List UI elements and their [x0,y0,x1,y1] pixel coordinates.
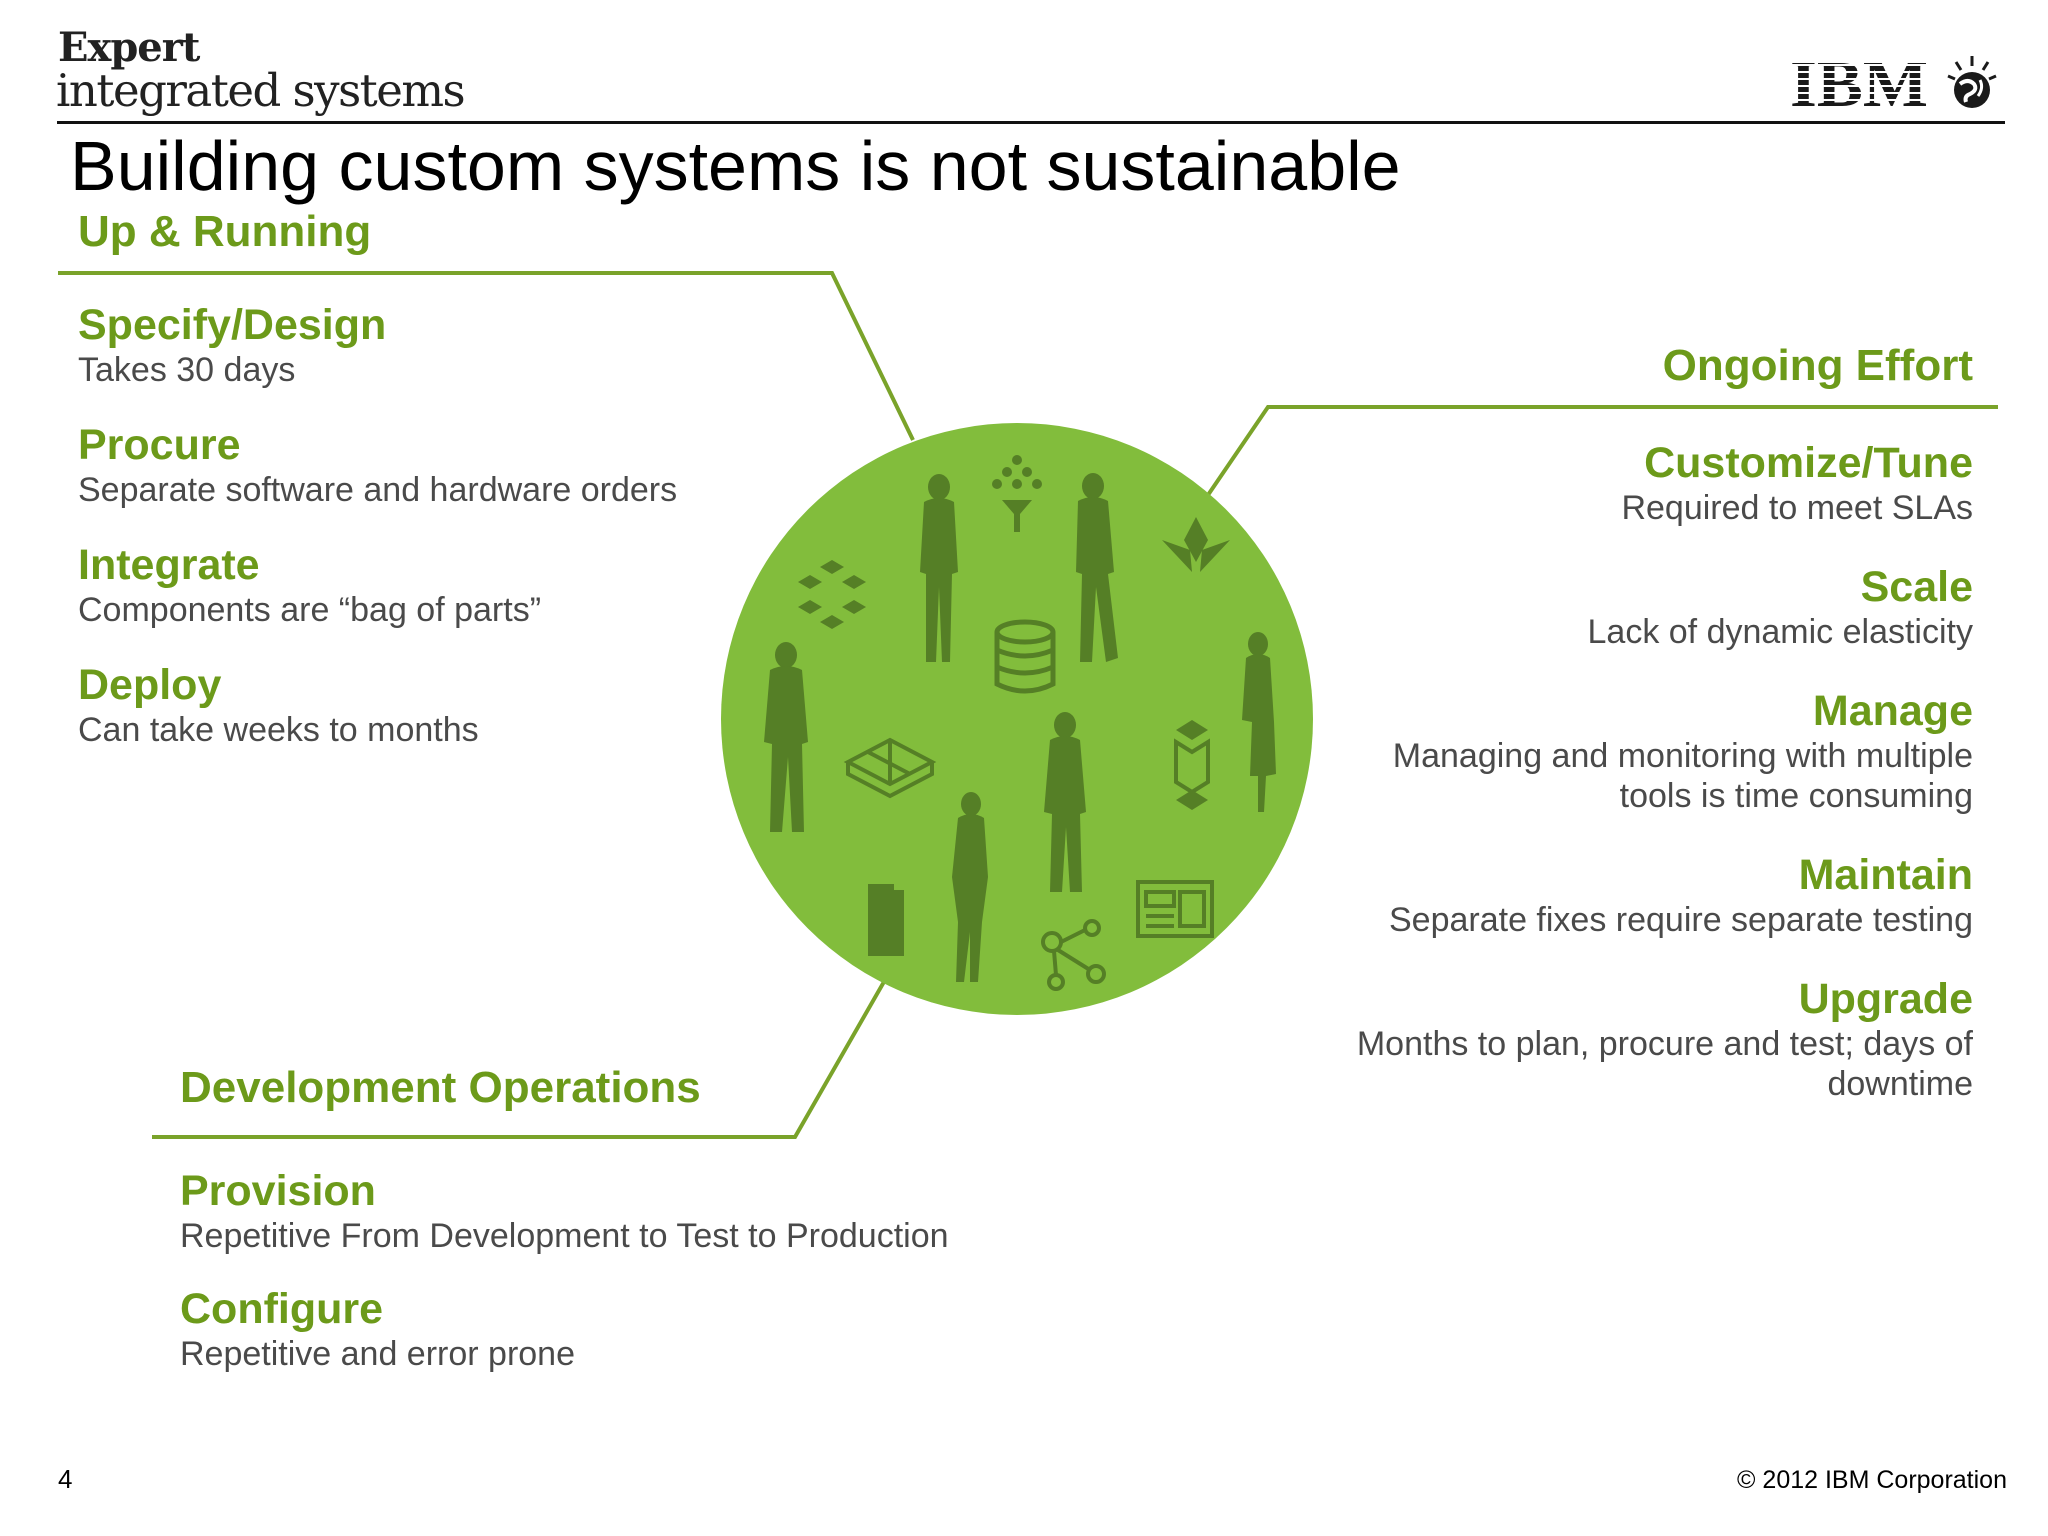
list-item: Specify/Design Takes 30 days [78,300,677,420]
up-running-list: Specify/Design Takes 30 days Procure Sep… [78,300,677,780]
ongoing-effort-heading: Ongoing Effort [1662,341,1973,390]
convergence-icon [1162,517,1230,572]
item-title: Upgrade [1798,975,1973,1023]
item-desc: Managing and monitoring with multiple [1392,737,1973,775]
list-item: Provision Repetitive From Development to… [180,1166,949,1284]
brand-line-2: integrated systems [56,64,466,117]
slide-title: Building custom systems is not sustainab… [70,127,1401,205]
page-number: 4 [58,1464,73,1494]
green-circle [721,423,1313,1015]
person-silhouette-icon [1076,473,1118,662]
copyright: © 2012 IBM Corporation [1737,1466,2007,1494]
item-title: Configure [180,1285,384,1333]
item-title: Integrate [78,541,260,589]
item-desc: Required to meet SLAs [1621,489,1973,527]
list-item: Configure Repetitive and error prone [180,1284,949,1402]
stacked-cubes-icon [1174,720,1210,810]
systems-illustration [721,423,1313,1015]
item-title: Procure [78,421,241,469]
item-title: Deploy [78,661,222,709]
list-item: Customize/Tune Required to meet SLAs [1621,438,1973,528]
dashboard-icon [1136,880,1214,938]
item-desc: Repetitive and error prone [180,1335,576,1373]
distribution-icon [992,455,1042,532]
up-running-heading: Up & Running [78,207,372,256]
item-title: Provision [180,1167,376,1215]
devops-list: Provision Repetitive From Development to… [180,1166,949,1402]
devops-heading: Development Operations [180,1063,701,1112]
brand-line-1: Expert [58,24,200,71]
list-item: Integrate Components are “bag of parts” [78,540,677,660]
item-title: Customize/Tune [1644,439,1973,487]
globe-icon [1947,56,1997,108]
network-icon [1041,919,1106,991]
item-title: Maintain [1798,851,1973,899]
list-item: Manage Managing and monitoring with mult… [1393,686,1973,816]
item-desc-line-2: tools is time consuming [1619,777,1973,815]
header-divider [57,121,2005,124]
item-desc: Repetitive From Development to Test to P… [180,1217,949,1255]
cube-cluster-icon [798,560,866,629]
list-item: Procure Separate software and hardware o… [78,420,677,540]
person-silhouette-icon [952,792,988,982]
ibm-logo-text: IBM [1790,52,1928,114]
item-desc: Lack of dynamic elasticity [1587,613,1974,651]
list-item: Scale Lack of dynamic elasticity [1588,562,1974,652]
item-title: Scale [1860,563,1973,611]
item-desc: Components are “bag of parts” [78,591,542,629]
item-desc-line-2: downtime [1827,1065,1973,1103]
item-desc: Months to plan, procure and test; days o… [1356,1025,1973,1063]
person-silhouette-icon [920,474,958,662]
server-rack-icon [868,884,904,956]
item-desc: Separate software and hardware orders [78,471,678,509]
ibm-logo: IBM [1790,52,1997,114]
item-title: Manage [1812,687,1973,735]
person-silhouette-icon [1044,712,1086,892]
database-icon [994,619,1056,694]
item-desc: Can take weeks to months [78,711,479,749]
item-desc: Separate fixes require separate testing [1388,901,1973,939]
person-silhouette-icon [764,642,808,832]
list-item: Maintain Separate fixes require separate… [1389,850,1973,940]
list-item: Upgrade Months to plan, procure and test… [1357,974,1973,1104]
list-item: Deploy Can take weeks to months [78,660,677,780]
blocks-icon [843,737,937,799]
person-silhouette-icon [1242,632,1276,812]
item-desc: Takes 30 days [78,351,296,389]
item-title: Specify/Design [78,301,387,349]
